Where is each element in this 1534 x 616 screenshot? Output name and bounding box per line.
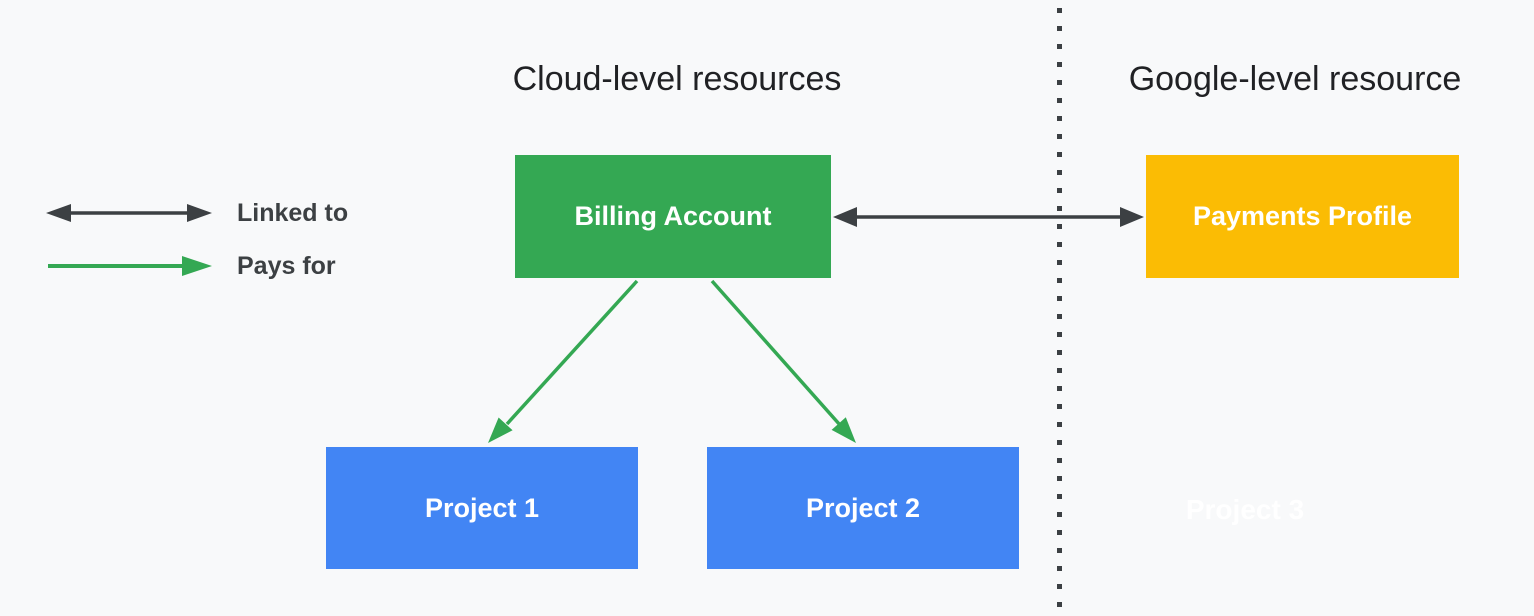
project-2-node: Project 2 (707, 447, 1019, 569)
pays-for-connector-project-2 (710, 279, 856, 443)
pays-for-connector-project-1 (488, 279, 639, 443)
cloud-level-heading: Cloud-level resources (512, 60, 842, 98)
linked-to-connector (833, 207, 1144, 227)
section-divider-dotted-line (1057, 8, 1062, 616)
project-1-node: Project 1 (326, 447, 638, 569)
legend-label-linked-to: Linked to (237, 199, 349, 227)
pays-for-arrow-icon (48, 256, 212, 276)
linked-to-double-arrow-icon (46, 204, 212, 222)
billing-account-node: Billing Account (515, 155, 831, 278)
google-level-heading: Google-level resource (1128, 60, 1462, 98)
payments-profile-node: Payments Profile (1146, 155, 1459, 278)
legend-label-pays-for: Pays for (237, 252, 336, 280)
project-3-ghost-label: Project 3 (1185, 494, 1305, 525)
